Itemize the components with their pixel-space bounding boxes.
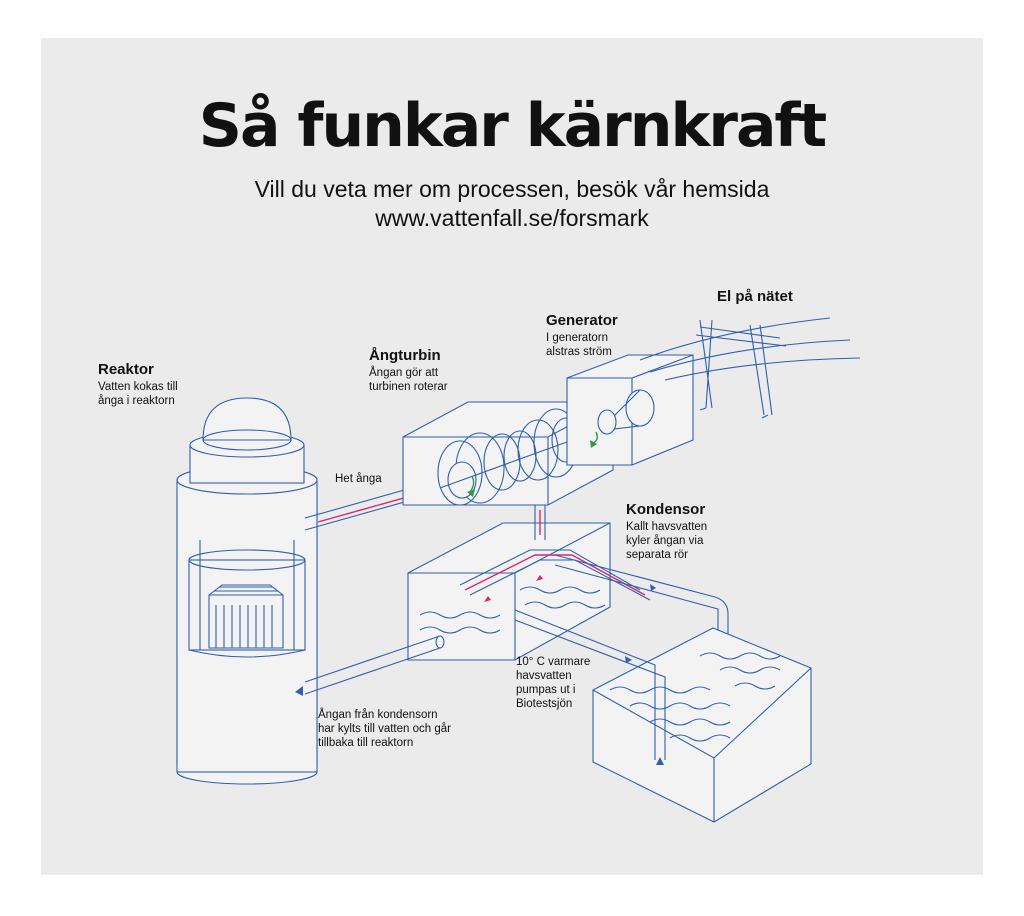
turbine-label: Ångturbin Ångan gör att turbinen roterar (369, 346, 469, 394)
condenser-label: Kondensor Kallt havsvatten kyler ångan v… (626, 500, 721, 562)
generator-label: Generator I generatorn alstras ström (546, 311, 631, 359)
condenser-description: Kallt havsvatten kyler ångan via separat… (626, 521, 708, 561)
hot-steam-note: Het ånga (335, 473, 382, 485)
grid-heading: El på nätet (717, 288, 793, 305)
reactor-description: Vatten kokas till ånga i reaktorn (98, 381, 178, 407)
page-title: Så funkar kärnkraft (198, 91, 827, 161)
sea-illustration (592, 627, 812, 823)
condenser-illustration (407, 505, 651, 661)
outlet-pipe (514, 609, 666, 765)
power-lines (639, 317, 861, 419)
turbine-heading: Ångturbin (369, 347, 441, 364)
generator-heading: Generator (546, 312, 618, 329)
reactor-illustration (176, 397, 318, 785)
generator-description: I generatorn alstras ström (546, 332, 612, 358)
return-pipe (295, 635, 445, 696)
condenser-heading: Kondensor (626, 501, 706, 518)
reactor-heading: Reaktor (98, 361, 154, 378)
website-link[interactable]: www.vattenfall.se/forsmark (375, 205, 649, 231)
turbine-description: Ångan gör att turbinen roterar (369, 367, 448, 393)
grid-label: El på nätet (717, 287, 793, 307)
return-water-note: Ångan från kondensorn har kylts till vat… (318, 709, 451, 749)
subtitle: Vill du veta mer om processen, besök vår… (254, 176, 770, 202)
generator-illustration (566, 354, 694, 466)
warm-water-note: 10° C varmare havsvatten pumpas ut i Bio… (516, 656, 591, 710)
turbine-illustration (402, 401, 614, 506)
reactor-label: Reaktor Vatten kokas till ånga i reaktor… (98, 360, 203, 408)
